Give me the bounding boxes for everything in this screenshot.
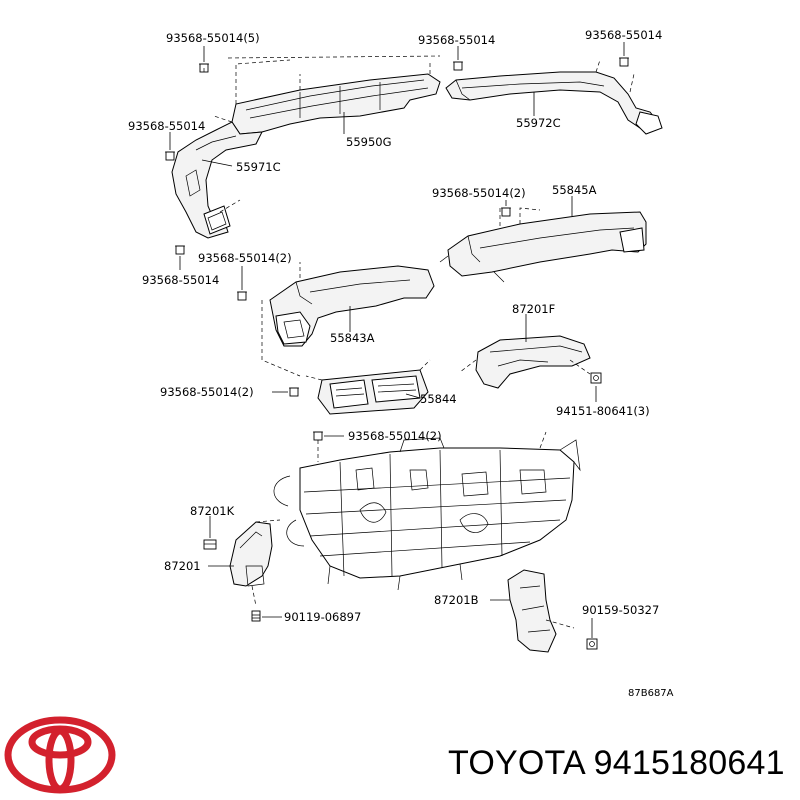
label-93568-55014-2-left: 93568-55014(2) [198,251,292,265]
duct-87201 [229,519,281,607]
label-94151-80641-3: 94151-80641(3) [556,404,650,418]
leader-lines [169,42,625,638]
label-87201f: 87201F [512,302,555,316]
label-90159-50327: 90159-50327 [582,603,659,617]
label-55844: 55844 [420,392,457,406]
figure-reference: 87B687A [628,688,674,699]
label-55972c: 55972C [516,116,561,130]
label-93568-55014-5: 93568-55014(5) [166,31,260,45]
hvac-unit [273,431,581,591]
label-55971c: 55971C [236,160,281,174]
label-93568-55014-2-right: 93568-55014(2) [432,186,526,200]
label-93568-55014-left-lower: 93568-55014 [142,273,219,287]
label-93568-55014-2-center: 93568-55014(2) [160,385,254,399]
label-55845a: 55845A [552,183,597,197]
duct-55972c [445,59,663,135]
label-93568-55014-2-center-lower: 93568-55014(2) [348,429,442,443]
label-55950g: 55950G [346,135,392,149]
brand-caption: TOYOTA 9415180641 [448,744,785,782]
label-93568-55014-left-upper: 93568-55014 [128,119,205,133]
register-55844 [305,359,431,415]
duct-55950g [227,55,441,135]
duct-87201f [459,335,591,389]
label-93568-55014-top-mid: 93568-55014 [418,33,495,47]
label-90119-06897: 90119-06897 [284,610,361,624]
label-87201: 87201 [164,559,201,573]
label-55843a: 55843A [330,331,375,345]
label-93568-55014-top-right: 93568-55014 [585,28,662,42]
duct-87201b [507,569,575,653]
fasteners [165,57,629,650]
label-87201k: 87201K [190,504,235,518]
duct-55971c [171,115,263,239]
duct-55845a [439,207,647,283]
toyota-logo-icon [4,716,116,794]
duct-55843a [261,262,435,377]
part-labels: 93568-55014(5) 93568-55014 93568-55014 9… [128,28,674,699]
label-87201b: 87201B [434,593,479,607]
